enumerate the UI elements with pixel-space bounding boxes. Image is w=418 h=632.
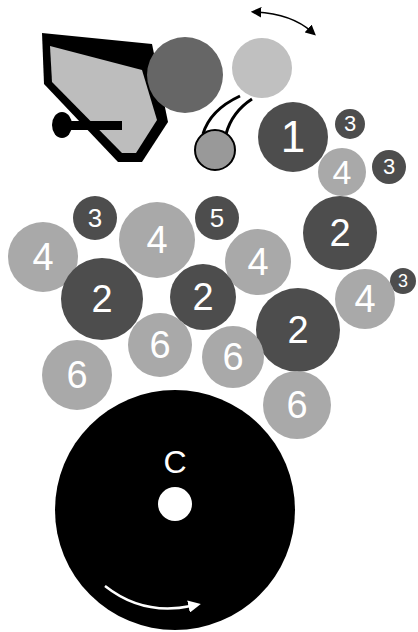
ink-roller: 3 xyxy=(390,268,416,294)
ink-roller: 2 xyxy=(61,258,143,340)
ink-roller: 6 xyxy=(42,340,112,410)
ink-roller: 4 xyxy=(225,229,291,295)
roller-number: 4 xyxy=(333,155,352,189)
ink-roller: 2 xyxy=(256,288,340,372)
roller-number: 3 xyxy=(383,156,395,178)
roller-number: 2 xyxy=(192,278,213,316)
fountain-roller xyxy=(147,37,223,113)
roller-number: 6 xyxy=(286,386,307,424)
roller-number: 4 xyxy=(32,238,53,276)
roller-number: 2 xyxy=(91,280,112,318)
ink-roller: 3 xyxy=(73,196,117,240)
ink-roller: 3 xyxy=(335,109,365,139)
roller-number: 6 xyxy=(149,326,170,364)
roller-outline xyxy=(55,390,295,630)
roller-number: 3 xyxy=(398,272,408,290)
roller-number: 4 xyxy=(146,221,167,259)
fountain-body xyxy=(42,33,168,162)
roller-number: 5 xyxy=(210,205,224,231)
transfer-roller xyxy=(232,38,292,98)
roller-number: 6 xyxy=(66,356,87,394)
cylinder-shaft xyxy=(158,487,192,521)
oscillation-arrow xyxy=(256,12,312,32)
ductor-roller xyxy=(195,96,252,170)
ink-roller: 6 xyxy=(128,313,192,377)
ink-roller: 1 xyxy=(258,102,328,172)
ink-roller: 4 xyxy=(318,148,366,196)
ink-roller: 3 xyxy=(372,150,406,184)
ink-roller: 2 xyxy=(303,196,377,270)
ink-roller: 4 xyxy=(119,202,195,278)
ink-roller: 6 xyxy=(202,326,264,388)
roller-number: 4 xyxy=(247,243,268,281)
roller-number: 1 xyxy=(281,115,305,159)
roller-number: 2 xyxy=(329,214,350,252)
roller-number: 3 xyxy=(344,113,356,135)
roller-number: 3 xyxy=(88,205,102,231)
roller-number: 4 xyxy=(354,280,375,318)
rotation-arrow xyxy=(105,586,191,609)
ink-roller: 6 xyxy=(263,371,331,439)
ink-roller: 4 xyxy=(335,269,395,329)
impression-cylinder: C xyxy=(55,390,295,630)
roller-number: 2 xyxy=(287,311,308,349)
roller-number: 6 xyxy=(222,338,243,376)
cylinder-letter: C xyxy=(163,446,186,478)
ink-roller: 5 xyxy=(195,196,239,240)
